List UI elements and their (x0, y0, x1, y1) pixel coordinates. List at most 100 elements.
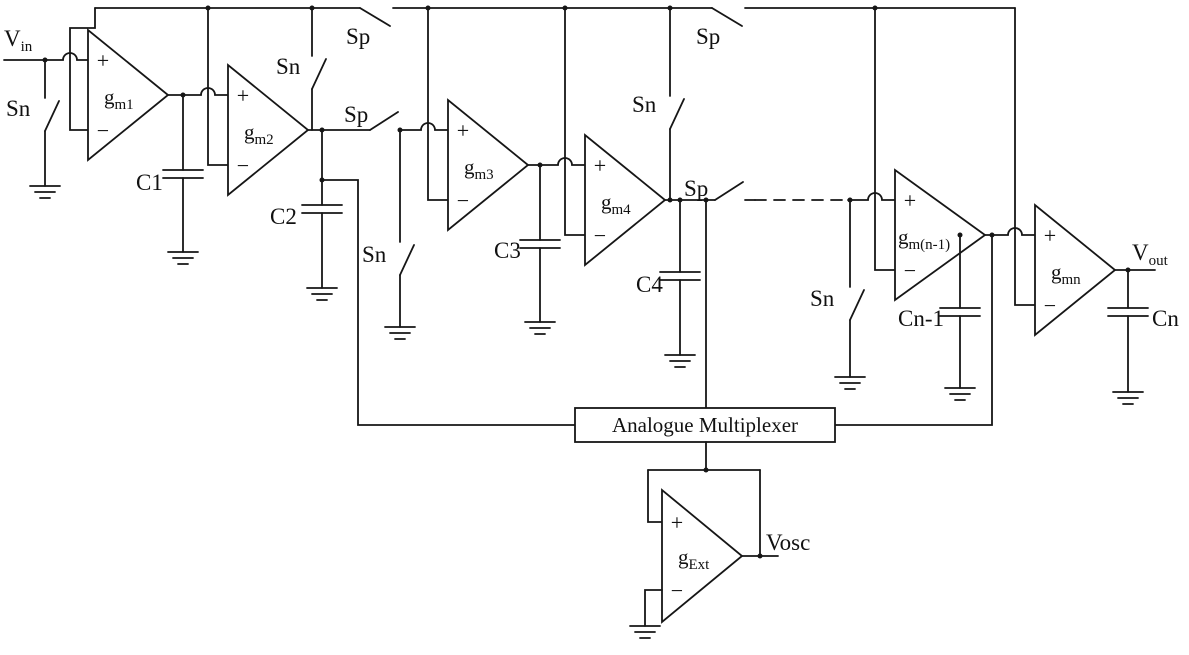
input-network (3, 52, 89, 199)
gm4-minus-sign: − (594, 223, 606, 248)
gmn-label: gmn (1051, 260, 1081, 288)
gext-network (629, 441, 779, 639)
sp-rail-right-label: Sp (696, 24, 720, 49)
junction-dot (319, 177, 325, 183)
gext-plus-feed (647, 469, 663, 523)
gm4-label: gm4 (601, 190, 631, 218)
amp-gmn1 (894, 168, 987, 302)
gm3-minus-feedback (427, 7, 449, 201)
gext-minus-sign: − (671, 578, 683, 603)
junction-dot (537, 162, 543, 168)
vout-label: Vout (1132, 240, 1169, 269)
mux-left-input-wire (321, 179, 576, 426)
c3-label: C3 (494, 238, 521, 263)
amp-gm4 (584, 133, 667, 267)
gm3-plus-sign: + (457, 118, 469, 143)
junction-dot (180, 92, 186, 98)
c4-label: C4 (636, 272, 663, 297)
stage-n1-output-network (834, 7, 1036, 426)
junction-dot (847, 197, 853, 203)
gmn1-triangle (894, 168, 987, 302)
wire-to-gmn1 (847, 192, 896, 201)
output-network (1107, 267, 1156, 405)
sn-gm2-blade (311, 58, 327, 90)
gext-minus-to-ground (644, 589, 663, 627)
cn-label: Cn (1152, 306, 1179, 331)
junction-dot (757, 553, 763, 559)
ground-symbol (29, 185, 61, 199)
gext-label: gExt (678, 545, 710, 573)
gmn-triangle (1034, 203, 1117, 337)
c1-label: C1 (136, 170, 163, 195)
ground-symbol (306, 287, 338, 301)
junction-dot (989, 232, 995, 238)
gm3-label: gm3 (464, 155, 494, 183)
gm2-plus-sign: + (237, 83, 249, 108)
gmn-minus-feedback (1014, 7, 1036, 306)
junction-dot (957, 232, 963, 238)
ground-symbol (834, 376, 866, 390)
gext-plus-sign: + (671, 510, 683, 535)
ground-symbol (384, 326, 416, 340)
junction-dot (667, 5, 673, 11)
gm2-label: gm2 (244, 120, 274, 148)
junction-dot (42, 57, 48, 63)
sp-stage2-label: Sp (344, 102, 368, 127)
ground-symbol (524, 321, 556, 335)
gm2-triangle (227, 63, 310, 197)
gm1-triangle (87, 28, 170, 162)
gm1-plus-sign: + (97, 48, 109, 73)
ground-symbol (167, 251, 199, 265)
mux-right-input-wire (834, 234, 993, 426)
sp-stage4-label: Sp (684, 176, 708, 201)
wire-gm1-to-gm2 (167, 87, 229, 96)
gm1-label: gm1 (104, 85, 134, 113)
junction-dot (872, 5, 878, 11)
sn-gm2-label: Sn (276, 54, 301, 79)
sn-input-label: Sn (6, 96, 31, 121)
stage3-output-network (519, 5, 586, 335)
vosc-label: Vosc (766, 530, 810, 555)
analogue-multiplexer (574, 407, 836, 443)
amp-gmn (1034, 203, 1117, 337)
ground-symbol (629, 625, 661, 639)
sn-gmn1-blade (849, 289, 865, 321)
multiplexer-label: Analogue Multiplexer (612, 413, 798, 437)
sn-gm3-label: Sn (362, 242, 387, 267)
sn-gm4-label: Sn (632, 92, 657, 117)
junction-dot (205, 5, 211, 11)
gmn-minus-sign: − (1044, 293, 1056, 318)
gmn-plus-sign: + (1044, 223, 1056, 248)
gm2-minus-feedback (207, 7, 229, 166)
junction-dot (425, 5, 431, 11)
gm3-minus-sign: − (457, 188, 469, 213)
ground-symbol (944, 387, 976, 401)
wire-gm3-to-gm4 (527, 157, 586, 166)
gm4-triangle (584, 133, 667, 267)
junction-dot (319, 127, 325, 133)
rail-hook-to-gm1-minus (69, 7, 96, 131)
sp-rail-right-blade (711, 7, 743, 27)
stage1-output-network (162, 5, 229, 265)
sp-stage2-blade (369, 111, 399, 131)
c2-label: C2 (270, 204, 297, 229)
gm3-triangle (447, 98, 530, 232)
gmn1-minus-feedback (874, 7, 896, 271)
sp-rail-left-label: Sp (346, 24, 370, 49)
ground-symbol (664, 354, 696, 368)
wire-vin (3, 52, 89, 61)
gm4-minus-feedback (564, 7, 586, 236)
gm4-plus-sign: + (594, 153, 606, 178)
gmn1-label: gm(n-1) (898, 225, 950, 253)
stage2-output-network (301, 5, 576, 426)
amp-gm1 (87, 28, 170, 162)
amp-gm2 (227, 63, 310, 197)
top-feedback-rail (69, 7, 1016, 131)
junction-dot (1125, 267, 1131, 273)
amp-gm3 (447, 98, 530, 232)
junction-dot (703, 197, 709, 203)
sn-gm4-blade (669, 98, 685, 130)
junction-dot (397, 127, 403, 133)
gm1-minus-sign: − (97, 118, 109, 143)
